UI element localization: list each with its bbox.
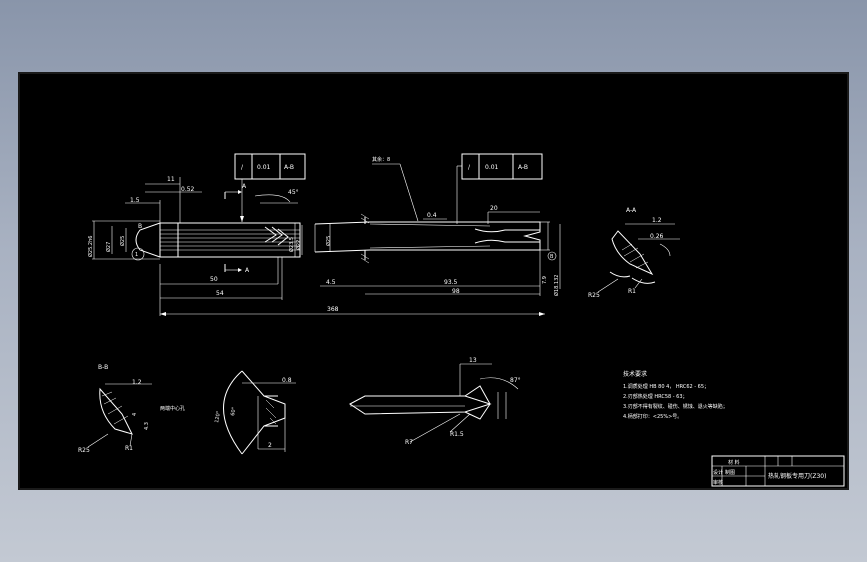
tolerance-symbol: / [241,164,244,171]
dim-phi-25: Ø25 [119,236,126,246]
dim-50: 50 [210,276,218,283]
label-b: B [138,223,142,230]
part-name: 热轧钢板专用刀(Z30) [768,472,826,480]
dim-bb-4-3: 4.3 [144,422,150,430]
title-block: 材 料 设计 制图 审核 热轧钢板专用刀(Z30) [711,455,845,487]
dim-cv-r1-5: R1.5 [450,431,464,438]
notes-title: 技术要求 [623,370,647,378]
section-aa: A-A 1.2 0.26 R25 R1 [588,207,680,299]
dim-aa-1-2: 1.2 [652,217,662,224]
title-block-header: 材 料 [728,459,740,466]
dim-phi-left: Ø25 [325,236,332,246]
dim-93-5: 93.5 [444,279,458,286]
dim-phi-23-5: Ø23.5 [288,237,295,252]
section-a-bottom: A [245,267,250,274]
dim-cv-2: 2 [268,442,272,449]
dim-54: 54 [216,290,224,297]
dim-bb-r1: R1 [125,445,133,452]
cad-drawing: / 0.01 A-B 1 B Ø25.2h6 Ø27 Ø25 Ø23.5 Ø22 [78,153,845,487]
technical-notes: 技术要求 1.调质处理 HB 80 4， HRC62 - 65； 2.刃部热处理… [623,370,728,420]
dim-0-4: 0.4 [427,212,437,219]
dim-7-9: 7.9 [542,276,548,284]
dim-phi-22: Ø22 [295,240,302,250]
shaft-body [159,222,301,258]
dim-phi-27: Ø27 [105,242,112,252]
balloon-b [547,251,557,261]
tolerance-frame-2 [461,153,543,180]
dim-45-deg: 45° [288,189,299,196]
dim-4-5: 4.5 [326,279,336,286]
dim-cv-0-8: 0.8 [282,377,292,384]
note-line-2: 2.刃部热处理 HRC58 - 63； [623,393,688,400]
note-line-3: 3.刃部不得有裂纹、碰伤、锈蚀、退火等缺陷； [623,403,728,410]
cutter-view: 13 87° R7 R1.5 [349,357,521,446]
dim-0-52: 0.52 [181,186,195,193]
main-view: / 0.01 A-B 1 B Ø25.2h6 Ø27 Ø25 Ø23.5 Ø22 [87,153,545,316]
title-row-3: 审核 [713,479,723,486]
dim-phi-end: Ø18.132 [553,275,560,296]
dim-11: 11 [167,176,175,183]
dim-cv-60: 60° [230,406,238,416]
dim-cv-13: 13 [469,357,477,364]
title-row-1: 设计 [713,469,723,476]
section-bb-title: B-B [98,364,108,371]
dim-bb-4: 4 [132,413,138,416]
dim-aa-r25: R25 [588,292,600,299]
note-rough: 其余：8 [372,156,390,163]
section-bb: B-B 1.2 4 4.3 R25 R1 [78,364,152,454]
drawing-sheet: / 0.01 A-B 1 B Ø25.2h6 Ø27 Ø25 Ø23.5 Ø22 [18,72,849,490]
dim-cv-120: 120° [214,410,222,423]
tolerance-value: 0.01 [257,164,271,171]
center-hole-view: 两端中心孔 0.8 120° 60° 2 [160,370,296,455]
dim-bb-r25: R25 [78,447,90,454]
dim-20: 20 [490,205,498,212]
dim-cv-87: 87° [510,377,521,384]
tolerance-frame [234,153,306,180]
tolerance-symbol-2: / [468,164,471,171]
middle-view: / 0.01 A-B 其余：8 B Ø25 0.4 20 7.9 Ø18.13 [314,153,561,296]
dim-1-5: 1.5 [130,197,140,204]
dim-aa-0-26: 0.26 [650,233,664,240]
dim-bb-1-2: 1.2 [132,379,142,386]
dim-aa-r1: R1 [628,288,636,295]
center-hole-label: 两端中心孔 [160,405,185,412]
dim-98: 98 [452,288,460,295]
tolerance-datum-2: A-B [518,164,528,171]
dim-cv-r7: R7 [405,439,413,446]
note-line-1: 1.调质处理 HB 80 4， HRC62 - 65； [623,383,709,390]
balloon-1 [131,247,145,261]
middle-shaft [314,221,541,253]
title-row-2: 制图 [725,469,735,476]
note-line-4: 4.柄部打印：<25%>号。 [623,413,682,420]
dim-phi-25-2: Ø25.2h6 [87,236,94,257]
tolerance-datum: A-B [284,164,294,171]
dim-368: 368 [327,306,339,313]
section-a-top: A [242,183,247,190]
section-aa-title: A-A [626,207,637,214]
label-b-mid: B [550,254,554,260]
balloon-1-label: 1 [135,252,138,258]
tolerance-value-2: 0.01 [485,164,499,171]
